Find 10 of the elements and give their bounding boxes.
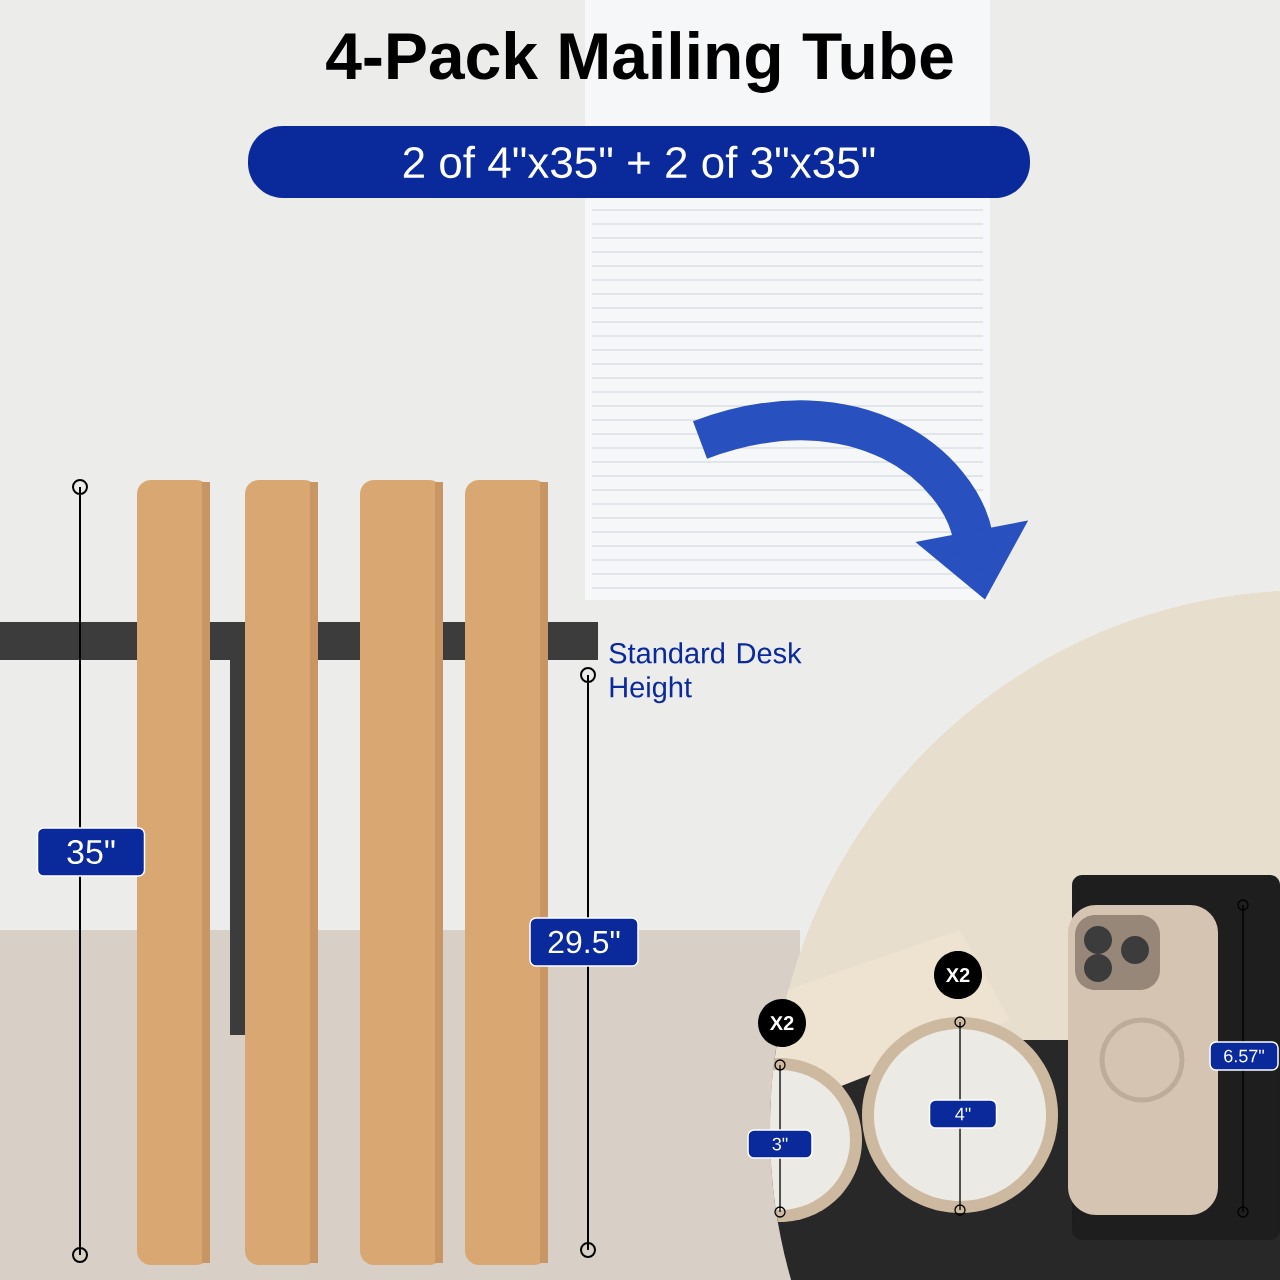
dimension-label: 6.57" [1209, 1041, 1279, 1071]
dimension-label: 3" [747, 1129, 813, 1159]
dimension-label: 29.5" [529, 917, 639, 967]
annotation-text: Standard Desk Height [609, 642, 802, 704]
dimension-label: 4" [928, 1099, 998, 1129]
subtitle-pill: 2 of 4"x35" + 2 of 3"x35" [248, 126, 1030, 198]
quantity-badge: X2 [758, 999, 806, 1047]
quantity-badge: X2 [934, 951, 982, 999]
dimension-label: 35" [36, 827, 146, 877]
title: 4-Pack Mailing Tube [326, 31, 953, 93]
